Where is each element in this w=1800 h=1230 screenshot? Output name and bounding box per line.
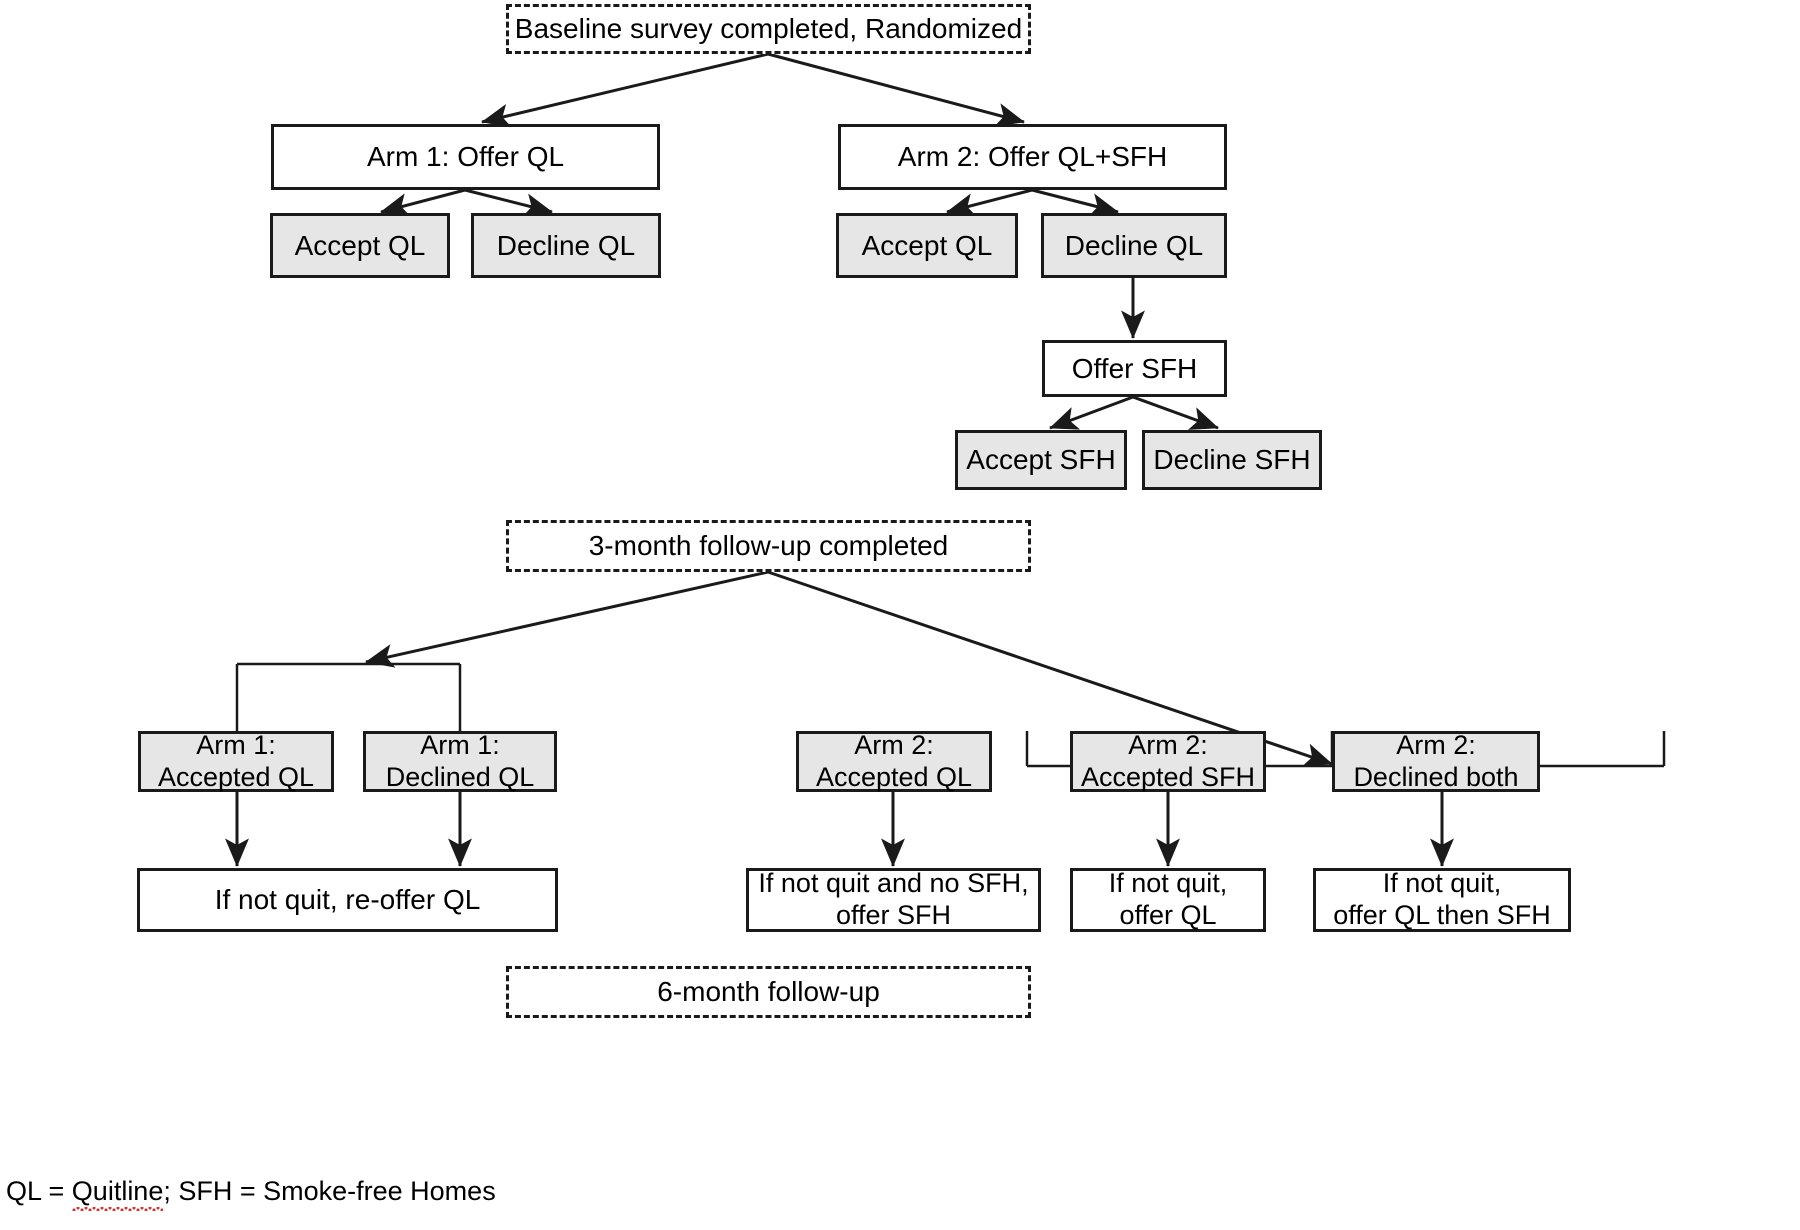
node-arm2-accepted-ql-line2: Accepted QL (815, 761, 973, 792)
edge-followup3-to-left (365, 570, 769, 668)
edge-baseline-to-arm2 (767, 52, 1025, 127)
node-accept-sfh[interactable]: Accept SFH (955, 430, 1127, 490)
node-outcome-arm2-declined-both[interactable]: If not quit, offer QL then SFH (1313, 868, 1571, 932)
node-arm2-declined-both-line2: Declined both (1353, 761, 1519, 792)
edge-arm1-to-decline (464, 188, 553, 217)
node-arm2-accepted-ql[interactable]: Arm 2: Accepted QL (796, 729, 992, 792)
node-6month-followup[interactable]: 6-month follow-up (506, 966, 1031, 1018)
node-3month-followup[interactable]: 3-month follow-up completed (506, 520, 1031, 572)
node-3month-followup-label: 3-month follow-up completed (588, 530, 949, 562)
node-arm2-offer-ql-sfh-label: Arm 2: Offer QL+SFH (897, 141, 1168, 173)
node-offer-sfh-label: Offer SFH (1071, 352, 1198, 384)
node-arm1-accept-ql-label: Accept QL (294, 229, 426, 261)
node-arm1-declined-ql[interactable]: Arm 1: Declined QL (363, 729, 557, 792)
node-arm1-offer-ql[interactable]: Arm 1: Offer QL (271, 124, 660, 190)
node-arm2-accepted-sfh-line1: Arm 2: (1128, 729, 1208, 760)
edge-arm1-to-accept (380, 188, 466, 217)
edge-offersfh-to-acceptsfh (1049, 395, 1134, 430)
legend-term-quitline: Quitline (71, 1176, 164, 1211)
edge-arm2-to-accept (946, 188, 1033, 217)
node-arm1-decline-ql-label: Decline QL (496, 229, 636, 261)
legend-middle: ; SFH = Smoke-free Homes (163, 1176, 496, 1206)
node-outcome-arm2-declined-both-line1: If not quit, (1382, 868, 1502, 899)
node-outcome-arm2-accepted-ql-line2: offer SFH (835, 900, 952, 930)
node-arm2-accepted-sfh[interactable]: Arm 2: Accepted SFH (1070, 729, 1266, 792)
node-arm1-decline-ql[interactable]: Decline QL (471, 213, 661, 278)
node-arm2-accept-ql[interactable]: Accept QL (836, 213, 1018, 278)
node-arm2-declined-both-line1: Arm 2: (1396, 729, 1476, 760)
edge-baseline-to-arm1 (481, 52, 769, 128)
node-outcome-arm2-accepted-sfh-line1: If not quit, (1108, 868, 1228, 899)
node-arm2-accepted-ql-line1: Arm 2: (854, 729, 934, 760)
node-arm1-accepted-ql-line2: Accepted QL (157, 761, 315, 792)
node-baseline-survey[interactable]: Baseline survey completed, Randomized (506, 4, 1031, 54)
node-baseline-survey-label: Baseline survey completed, Randomized (514, 13, 1023, 45)
node-outcome-arm1[interactable]: If not quit, re-offer QL (137, 868, 558, 932)
node-accept-sfh-label: Accept SFH (966, 444, 1116, 476)
node-arm2-accept-ql-label: Accept QL (861, 229, 993, 261)
node-arm2-decline-ql[interactable]: Decline QL (1041, 213, 1227, 278)
node-outcome-arm2-accepted-sfh-line2: offer QL (1119, 900, 1217, 930)
node-arm1-accept-ql[interactable]: Accept QL (270, 213, 450, 278)
node-arm1-declined-ql-line1: Arm 1: (420, 729, 500, 760)
edge-offersfh-to-declinesfh (1132, 395, 1219, 430)
node-decline-sfh-label: Decline SFH (1153, 444, 1311, 476)
node-arm1-accepted-ql-line1: Arm 1: (196, 729, 276, 760)
node-outcome-arm2-accepted-ql[interactable]: If not quit and no SFH, offer SFH (746, 868, 1041, 932)
node-arm2-offer-ql-sfh[interactable]: Arm 2: Offer QL+SFH (838, 124, 1227, 190)
node-decline-sfh[interactable]: Decline SFH (1142, 430, 1322, 490)
bus-left (235, 662, 462, 731)
node-outcome-arm1-label: If not quit, re-offer QL (214, 884, 481, 916)
node-arm2-declined-both[interactable]: Arm 2: Declined both (1332, 729, 1540, 792)
node-arm2-decline-ql-label: Decline QL (1064, 229, 1204, 261)
node-offer-sfh[interactable]: Offer SFH (1042, 340, 1227, 397)
node-outcome-arm2-accepted-ql-line1: If not quit and no SFH, (758, 868, 1029, 899)
node-arm1-offer-ql-label: Arm 1: Offer QL (366, 141, 565, 173)
node-outcome-arm2-declined-both-line2: offer QL then SFH (1333, 900, 1551, 930)
node-arm1-accepted-ql[interactable]: Arm 1: Accepted QL (138, 729, 334, 792)
legend-footnote: QL = Quitline; SFH = Smoke-free Homes (6, 1176, 496, 1211)
node-outcome-arm2-accepted-sfh[interactable]: If not quit, offer QL (1070, 868, 1266, 932)
node-arm1-declined-ql-line2: Declined QL (385, 761, 535, 792)
edge-arm2-to-decline (1031, 188, 1119, 217)
node-arm2-accepted-sfh-line2: Accepted SFH (1080, 761, 1256, 792)
node-6month-followup-label: 6-month follow-up (657, 976, 880, 1008)
legend-prefix: QL = (6, 1176, 72, 1206)
